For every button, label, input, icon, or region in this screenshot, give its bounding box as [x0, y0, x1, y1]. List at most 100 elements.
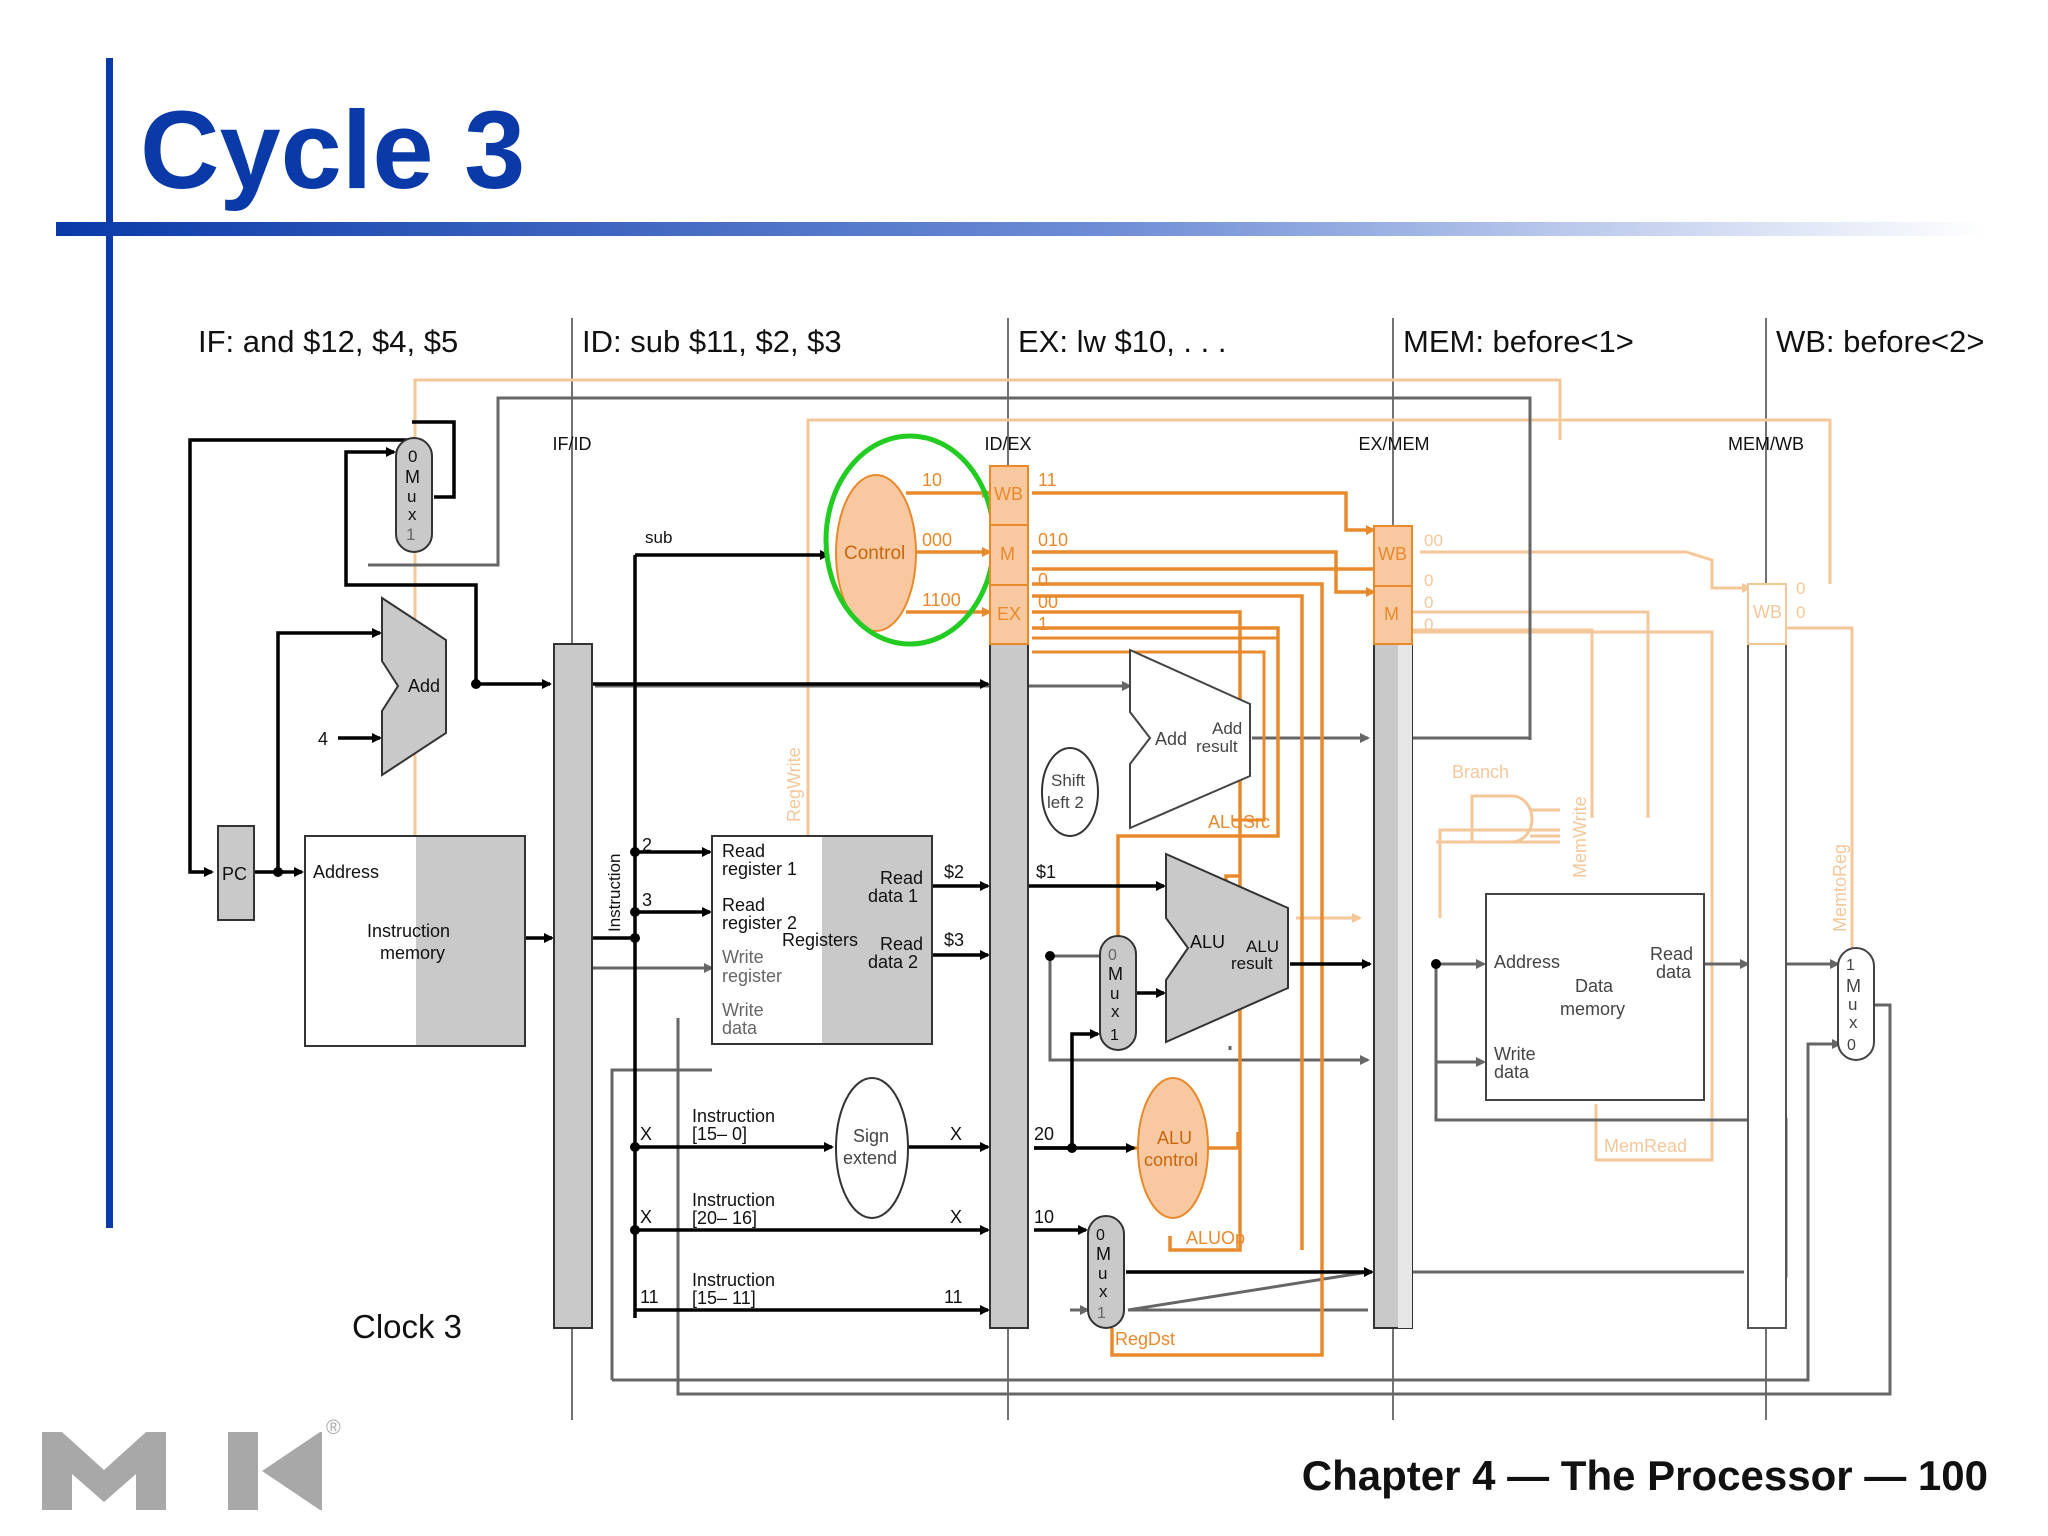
id-ex-ex-value-3: 1 [1038, 614, 1048, 634]
read-data-2-label-a: Read [880, 934, 923, 954]
pc-mux-x: x [408, 505, 417, 524]
active-datapath-wires [188, 420, 1374, 1318]
imem-address-label: Address [313, 862, 379, 882]
dmem-write-label-a: Write [1494, 1044, 1536, 1064]
dmem-address-label: Address [1494, 952, 1560, 972]
if-id-register-label: IF/ID [553, 434, 592, 454]
write-register-label-b: register [722, 966, 782, 986]
pc-mux: 0 1 M u x [395, 437, 433, 553]
regdst-mux-in1: 1 [1097, 1305, 1106, 1322]
wire-junctions [273, 679, 1441, 1235]
mem-wb-wb-field: WB [1753, 602, 1782, 622]
mem-wb-value-1: 0 [1796, 579, 1805, 598]
branch-and-gate [1470, 794, 1534, 844]
pc-mux-u: u [407, 487, 416, 506]
regdst-mux-m: M [1096, 1244, 1111, 1264]
alu-control-unit [1137, 1077, 1209, 1219]
rs-field-value: 2 [642, 835, 652, 855]
wb-mux-m: M [1846, 976, 1861, 996]
memtoreg-mux: 1 M u x 0 [1837, 947, 1875, 1061]
instr-15-11-label-a: Instruction [692, 1270, 775, 1290]
instr-15-11-label-b: [15– 11] [692, 1288, 756, 1308]
read-data-1-label-a: Read [880, 868, 923, 888]
dmem-name-2: memory [1560, 999, 1625, 1019]
control-ex-value: 1100 [922, 590, 961, 610]
dmem-read-label-a: Read [1650, 944, 1693, 964]
wb-mux-u: u [1848, 995, 1857, 1014]
opcode-sub-label: sub [645, 528, 672, 547]
memtoreg-label: MemtoReg [1830, 844, 1850, 932]
alu-mux-u: u [1110, 984, 1119, 1003]
rd-in-value: 11 [640, 1287, 659, 1307]
id-ex-wb-field: WB [994, 484, 1023, 504]
mem-wb-register-label: MEM/WB [1728, 434, 1804, 454]
slide-footer: Chapter 4 — The Processor — 100 [1301, 1452, 1988, 1499]
branch-adder-label: Add [1155, 729, 1187, 749]
control-unit [835, 474, 917, 632]
alu-result-label-b: result [1231, 954, 1273, 973]
dmem-name-1: Data [1575, 976, 1614, 996]
mem-wb-register [1747, 643, 1787, 1329]
sign-extend-label-a: Sign [853, 1126, 889, 1146]
rt-out-value: X [950, 1207, 962, 1227]
id-ex-m-field: M [1000, 544, 1015, 564]
imm-out-value: X [950, 1124, 962, 1144]
mem-wb-value-2: 0 [1796, 603, 1805, 622]
alu-result-label-a: ALU [1246, 937, 1279, 956]
alu [1165, 852, 1289, 1044]
ex-mem-m-value-3: 0 [1424, 615, 1433, 634]
instr-20-16-label-a: Instruction [692, 1190, 775, 1210]
dmem-read-label-b: data [1656, 962, 1692, 982]
imm-ex-value: 20 [1034, 1124, 1054, 1144]
stage-if-label: IF: and $12, $4, $5 [198, 324, 458, 359]
write-data-label-a: Write [722, 1000, 764, 1020]
shift-left-2-unit [1041, 747, 1099, 837]
control-label: Control [844, 543, 905, 564]
register-file [711, 835, 933, 1045]
constant-four: 4 [318, 729, 328, 749]
branch-adder [1129, 648, 1251, 830]
ex-mem-wb-field: WB [1378, 544, 1407, 564]
regdst-mux-in0: 0 [1096, 1227, 1105, 1244]
mk-logo [42, 1432, 322, 1510]
sign-extend-unit [835, 1077, 909, 1219]
ex-mem-m-value-2: 0 [1424, 593, 1433, 612]
pc-mux-m: M [405, 467, 420, 487]
read-data-2-label-b: data 2 [868, 952, 918, 972]
id-ex-ex-value-2: 00 [1038, 592, 1058, 612]
id-ex-ex-value-1: 0 [1038, 570, 1048, 590]
reg-data-2-value: $3 [944, 930, 964, 950]
clock-label: Clock 3 [352, 1308, 462, 1345]
control-wb-value: 10 [922, 470, 942, 490]
ex-mem-m-field: M [1384, 604, 1399, 624]
alu-control-label-a: ALU [1157, 1128, 1192, 1148]
instruction-memory: Address Instruction memory [304, 835, 526, 1047]
imem-name-2: memory [380, 943, 445, 963]
title-gradient-bar [56, 222, 1986, 236]
pc-adder-label: Add [408, 676, 440, 696]
control-m-value: 000 [922, 530, 952, 550]
title-vertical-rule [106, 58, 113, 1228]
write-register-label-a: Write [722, 947, 764, 967]
pc-label: PC [222, 864, 247, 884]
sign-extend-label-b: extend [843, 1148, 897, 1168]
read-register-2-label-a: Read [722, 895, 765, 915]
mem-wb-control-field [1747, 583, 1787, 645]
regdst-label: RegDst [1115, 1329, 1175, 1349]
read-register-1-label-a: Read [722, 841, 765, 861]
imem-name-1: Instruction [367, 921, 450, 941]
stage-ex-label: EX: lw $10, . . . [1018, 324, 1226, 359]
branch-label: Branch [1452, 762, 1509, 782]
pc-mux-in0: 0 [408, 447, 417, 466]
rt-in-value: X [640, 1207, 652, 1227]
pc-mux-in1: 1 [406, 525, 415, 544]
faded-control-wires [413, 378, 1854, 1162]
rt-ex-value: 10 [1034, 1207, 1054, 1227]
instr-15-0-label-b: [15– 0] [692, 1124, 747, 1144]
memread-label: MemRead [1604, 1136, 1687, 1156]
aluop-label: ALUOp [1186, 1228, 1245, 1248]
id-ex-register [989, 643, 1029, 1329]
read-register-2-label-b: register 2 [722, 913, 797, 933]
pc-adder [381, 596, 447, 777]
